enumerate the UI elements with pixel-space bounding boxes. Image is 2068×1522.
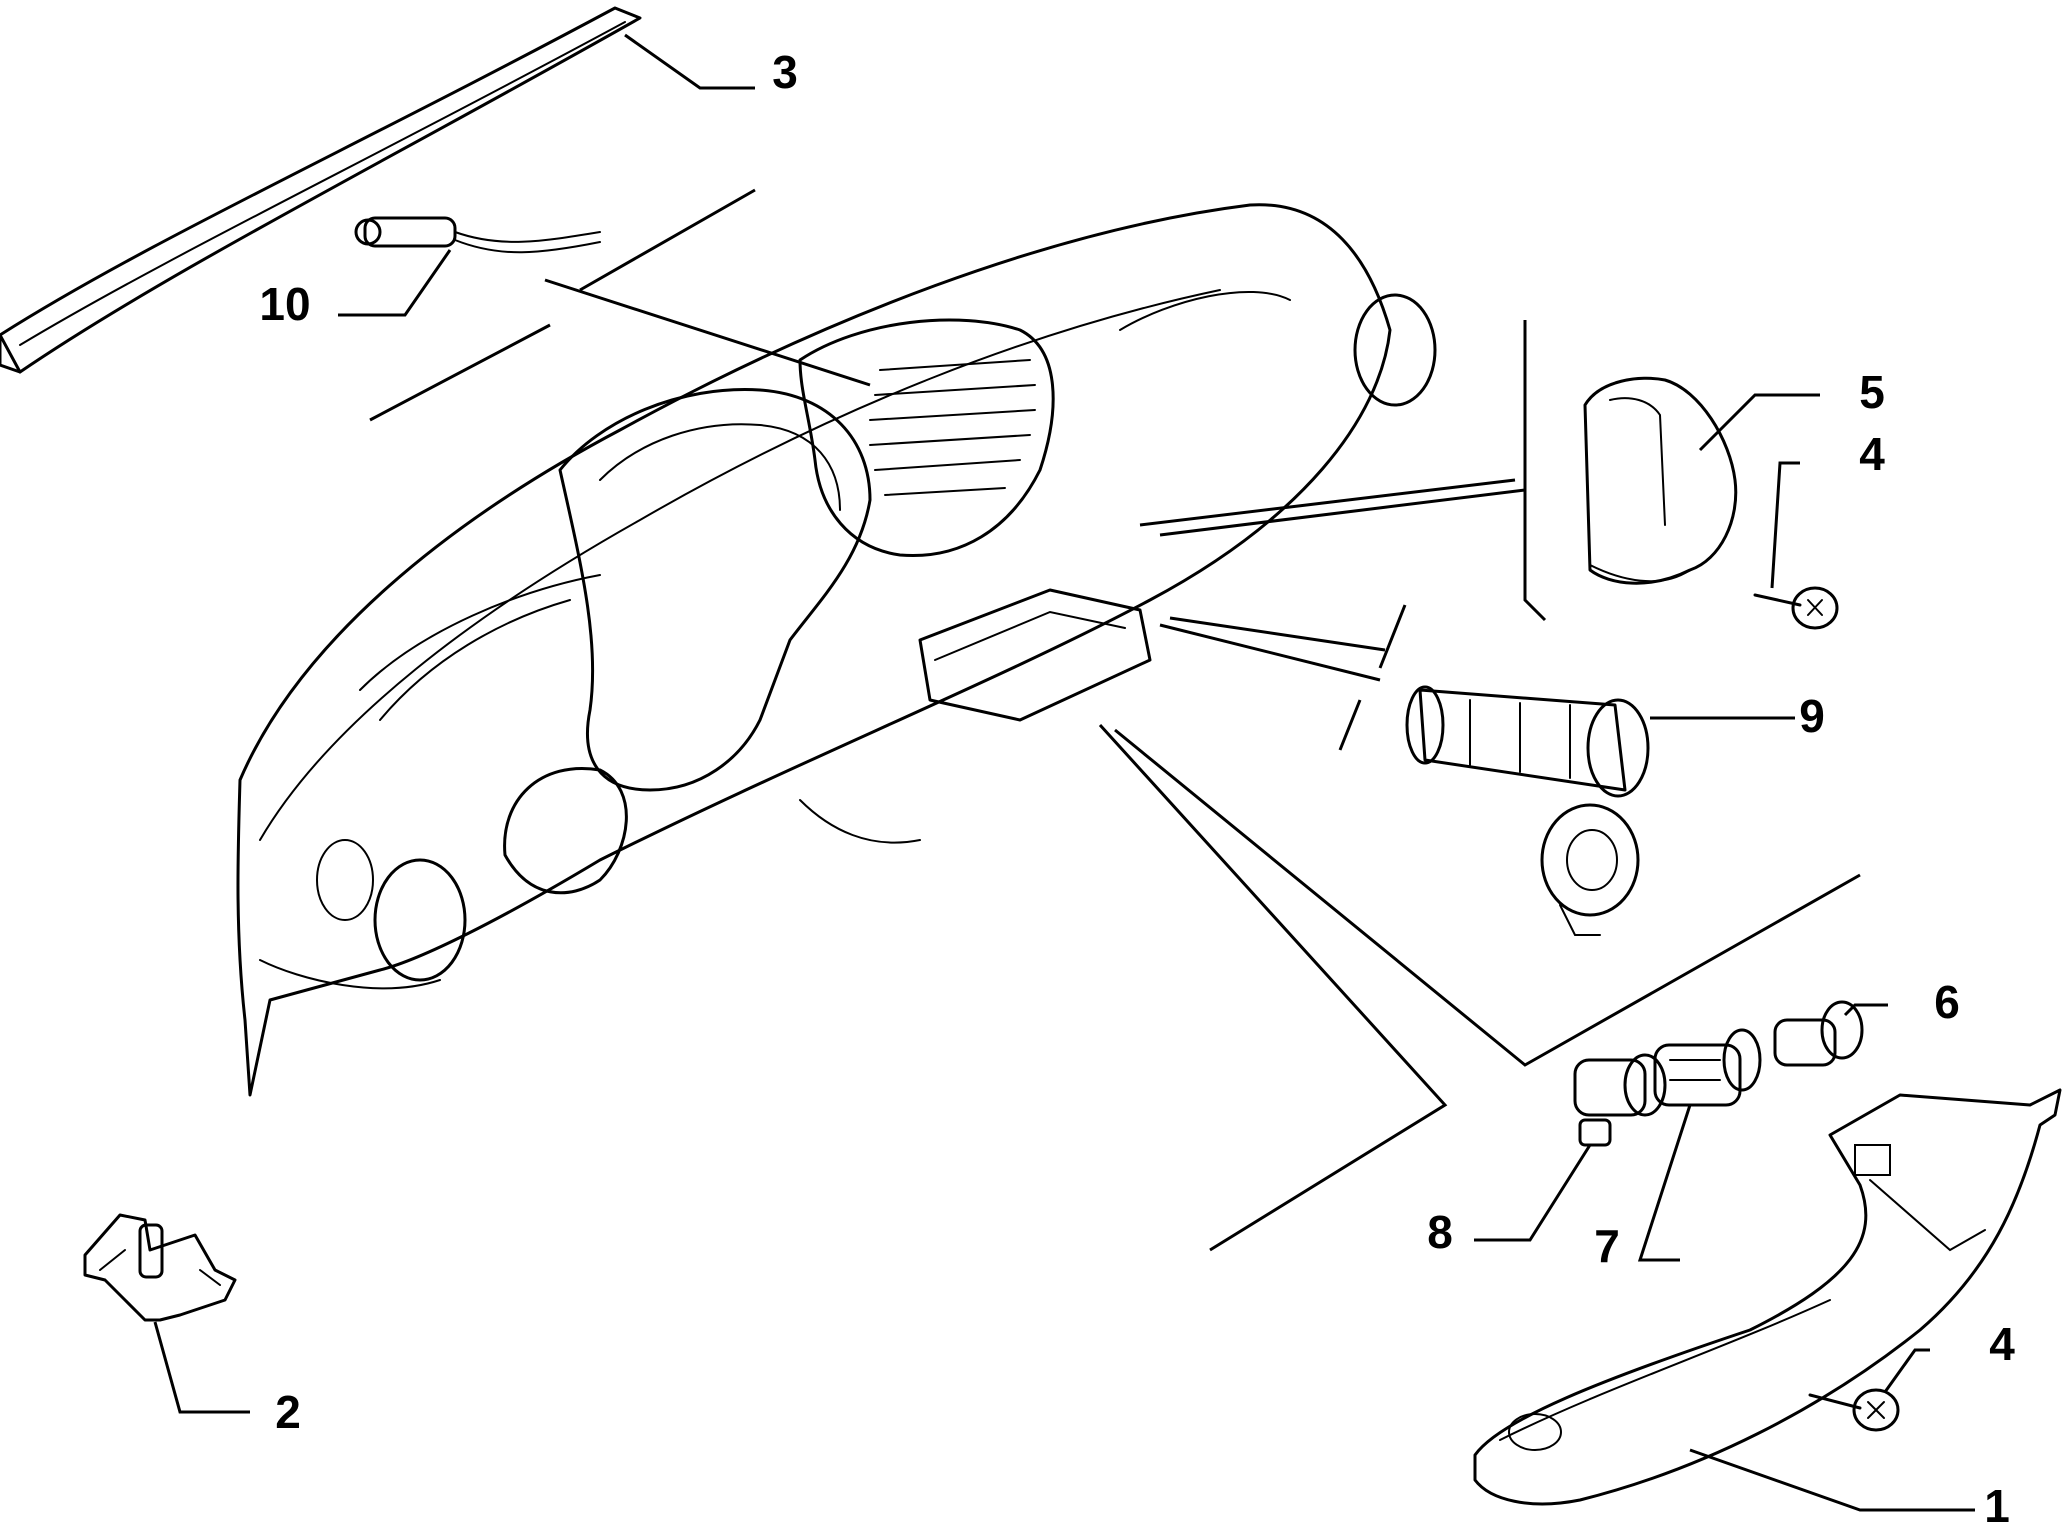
callout-3: 3	[772, 46, 798, 98]
part-10-sensor	[354, 216, 601, 254]
vent-slats	[869, 359, 1036, 496]
callout-4-lower: 4	[1989, 1318, 2015, 1370]
callout-labels: 1 2 3 4 4 5 6 7 8 9 10	[259, 46, 2015, 1522]
part-4-screw-lower	[1808, 1388, 1900, 1432]
leader-lines	[153, 33, 1975, 1512]
callout-4-upper: 4	[1859, 428, 1885, 480]
part-3-windshield-trim	[0, 6, 642, 374]
part-9-lighter-socket	[1405, 685, 1650, 936]
callout-1: 1	[1984, 1480, 2010, 1522]
callout-10: 10	[259, 278, 310, 330]
callout-7: 7	[1594, 1220, 1620, 1272]
part-7-switch	[1653, 1028, 1762, 1107]
part-2-bracket	[83, 1213, 237, 1322]
part-6-socket	[1773, 1000, 1864, 1067]
dashboard-assembly	[236, 203, 1437, 1097]
callout-5: 5	[1859, 366, 1885, 418]
part-5-housing	[1583, 376, 1738, 585]
callout-6: 6	[1934, 976, 1960, 1028]
callout-8: 8	[1427, 1206, 1453, 1258]
callout-9: 9	[1799, 690, 1825, 742]
part-8-switch	[1573, 1053, 1667, 1147]
part-1-lower-panel	[1473, 1088, 2062, 1506]
callout-2: 2	[275, 1386, 301, 1438]
part-4-screw-upper	[1753, 586, 1839, 630]
